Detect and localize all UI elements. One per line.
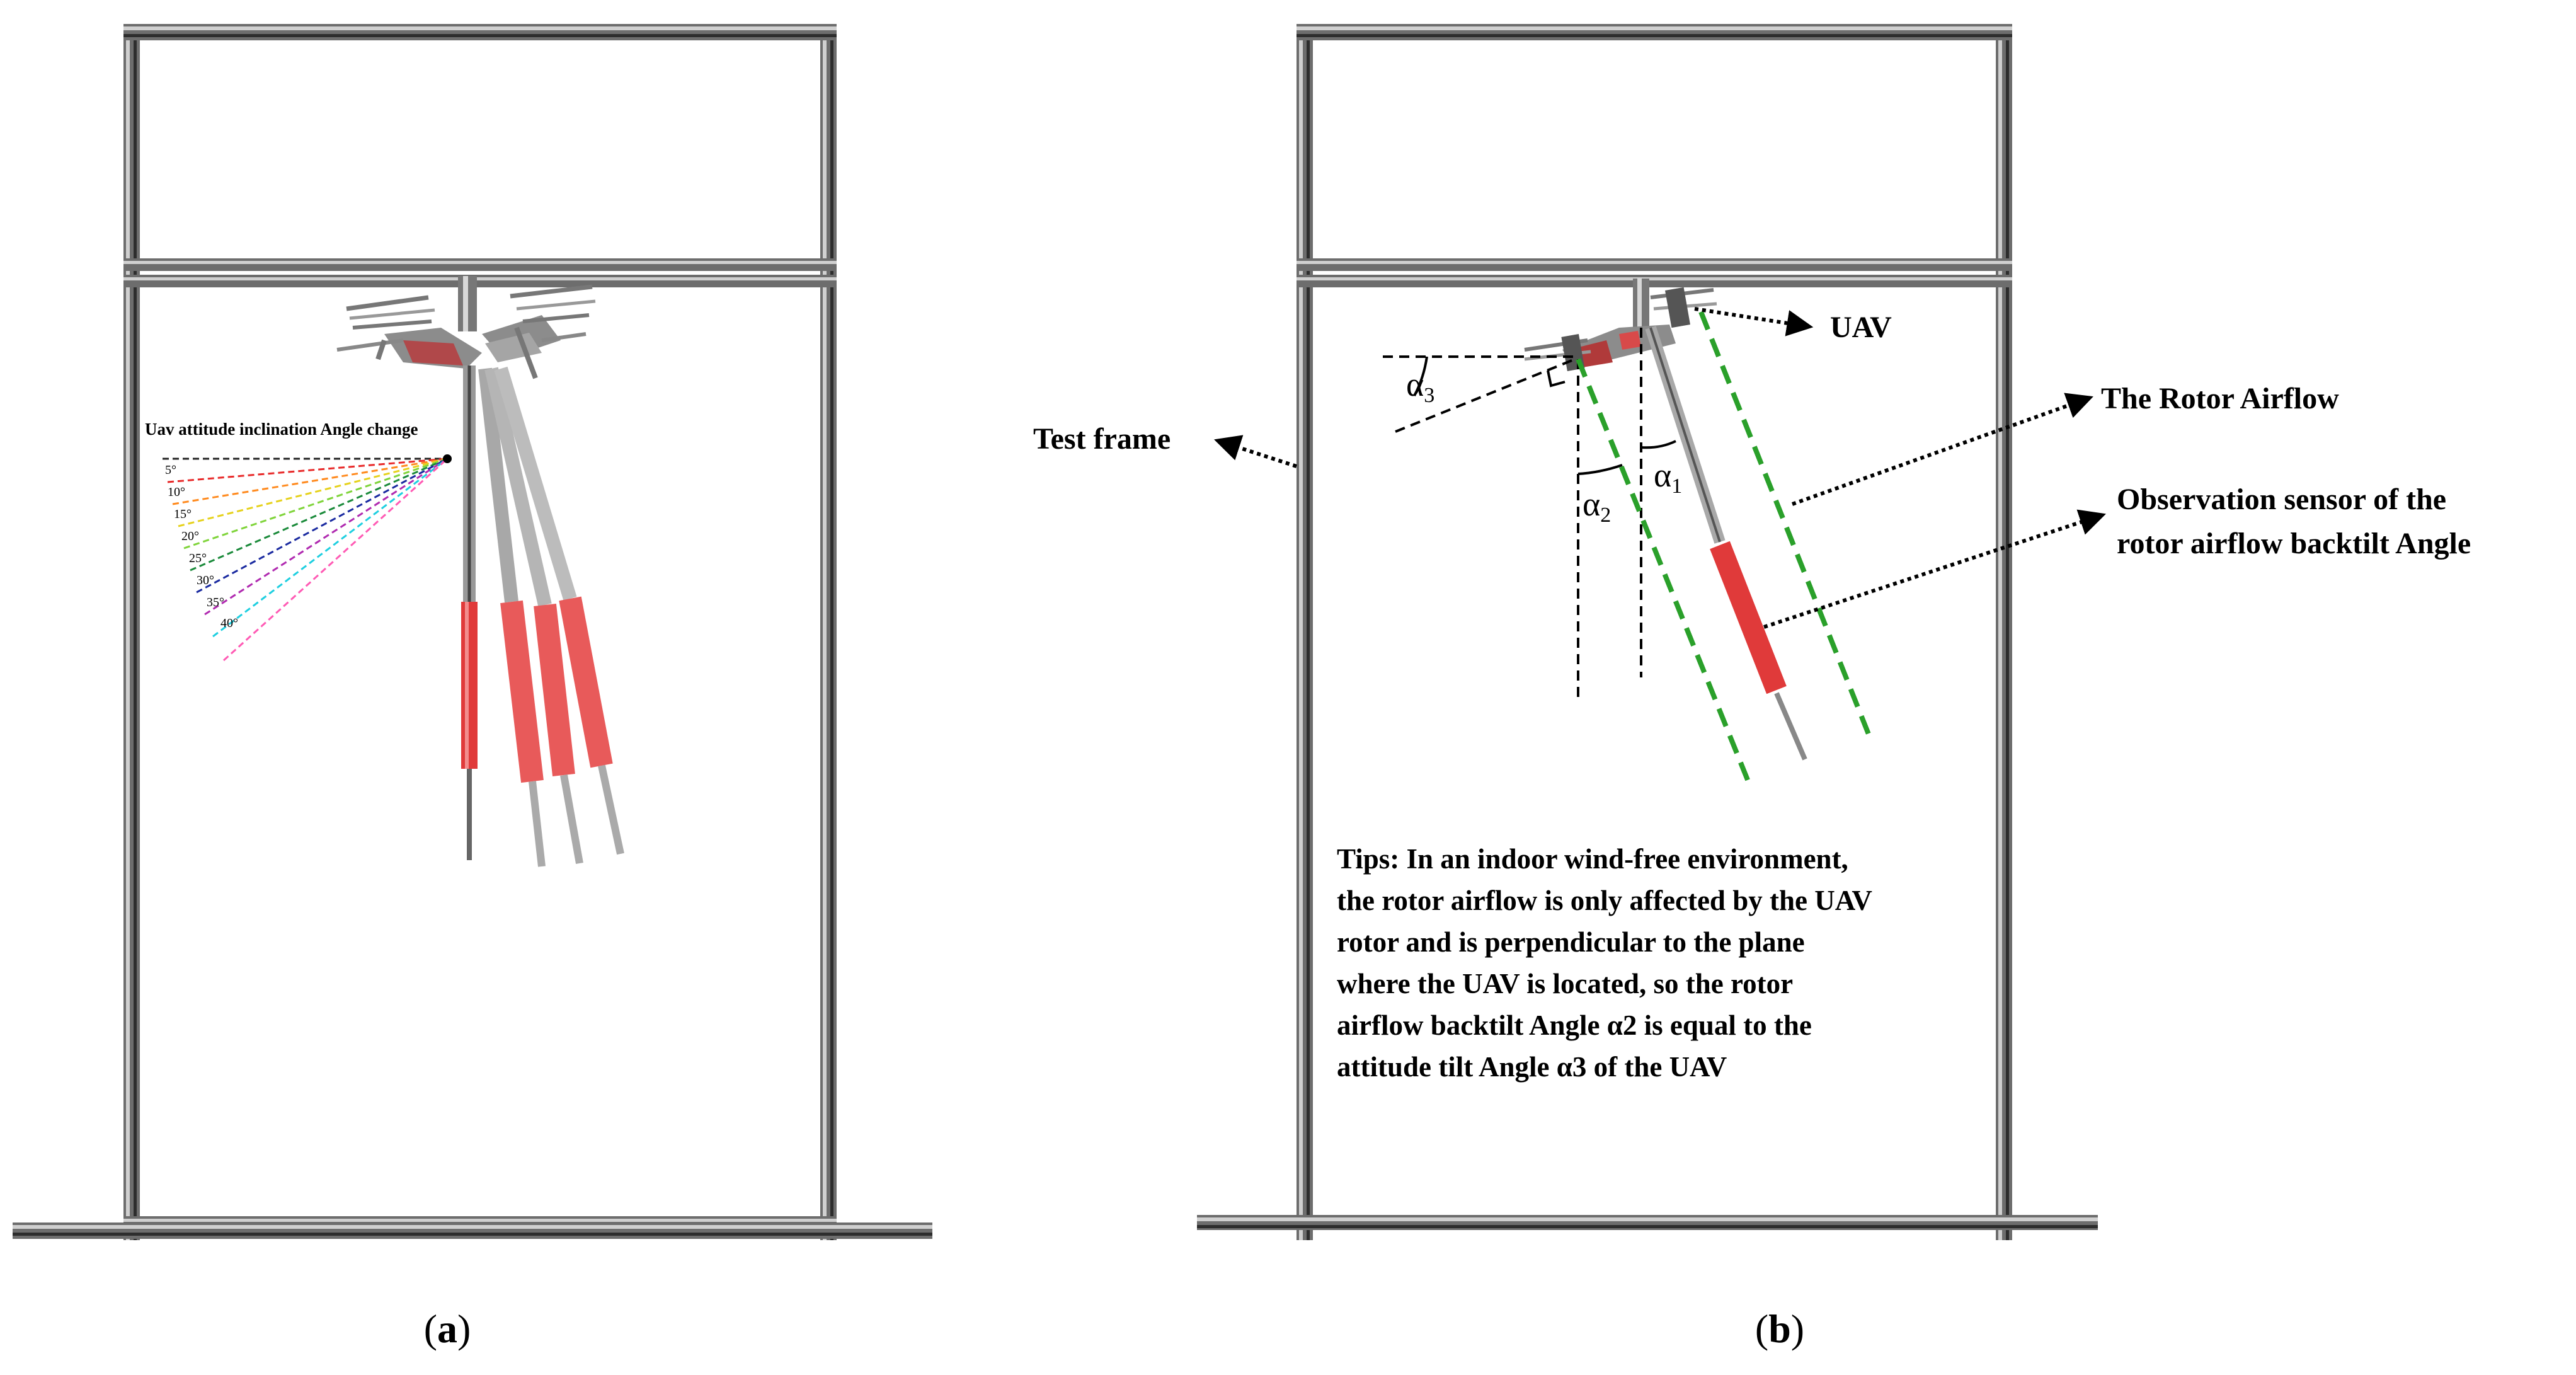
pointer-arrows xyxy=(1214,307,2106,629)
sensor-arm-b xyxy=(1645,326,1807,761)
inclination-fan-a: Uav attitude inclination Angle change 5°… xyxy=(145,420,452,662)
tips-line-6: attitude tilt Angle α3 of the UAV xyxy=(1337,1051,1727,1083)
alpha-2-label: α2 xyxy=(1583,485,1611,527)
tips-line-5: airflow backtilt Angle α2 is equal to th… xyxy=(1337,1010,1812,1041)
rotor-airflow-lines xyxy=(1576,311,1874,783)
tips-paragraph: Tips: In an indoor wind-free environment… xyxy=(1337,843,1872,1083)
alpha-1-label: α1 xyxy=(1654,456,1682,498)
label-rotor-airflow: The Rotor Airflow xyxy=(2101,382,2339,415)
tips-line-3: rotor and is perpendicular to the plane xyxy=(1337,926,1805,958)
label-sensor-line-1: Observation sensor of the xyxy=(2117,483,2446,516)
panel-a: Uav attitude inclination Angle change 5°… xyxy=(13,24,932,1351)
inclination-title: Uav attitude inclination Angle change xyxy=(145,420,418,439)
caption-a: (a) xyxy=(424,1306,471,1351)
angle-label-15: 15° xyxy=(174,507,192,521)
angle-label-30: 30° xyxy=(197,573,214,587)
angle-label-40: 40° xyxy=(220,616,238,630)
angle-label-5: 5° xyxy=(165,463,176,477)
angle-label-10: 10° xyxy=(168,485,185,499)
test-frame-b xyxy=(1197,24,2098,1240)
label-test-frame: Test frame xyxy=(1033,422,1171,456)
label-sensor-line-2: rotor airflow backtilt Angle xyxy=(2117,527,2471,560)
angle-label-25: 25° xyxy=(189,551,207,565)
alpha-3-label: α3 xyxy=(1406,365,1434,407)
uav-drone-a xyxy=(336,276,596,379)
angle-label-20: 20° xyxy=(181,529,199,543)
test-frame-a xyxy=(13,24,932,1240)
caption-b: (b) xyxy=(1755,1306,1804,1351)
sensor-arms-a xyxy=(461,365,624,867)
label-uav: UAV xyxy=(1830,311,1892,344)
tips-line-1: Tips: In an indoor wind-free environment… xyxy=(1337,843,1848,875)
tips-line-4: where the UAV is located, so the rotor xyxy=(1337,968,1793,999)
angle-label-35: 35° xyxy=(207,595,224,609)
panel-b: UAV The Rotor Airflow Test frame Observa… xyxy=(1033,24,2471,1351)
reference-lines-b xyxy=(1383,328,1676,699)
tips-line-2: the rotor airflow is only affected by th… xyxy=(1337,885,1872,916)
